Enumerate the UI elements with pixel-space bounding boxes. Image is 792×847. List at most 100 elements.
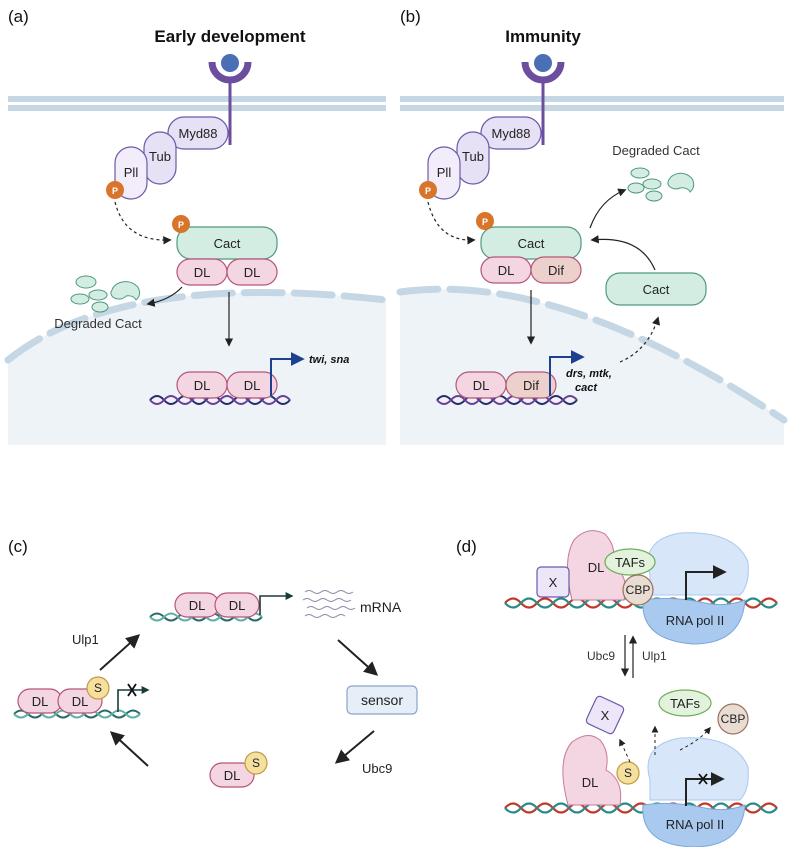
panel-b-phospho-1 <box>419 181 437 199</box>
panel-b-myd88 <box>480 116 542 150</box>
panel-b-nucleus <box>400 289 784 445</box>
panel-b-phospho-1-label: P <box>425 186 431 196</box>
panel-c-sensor <box>346 685 418 715</box>
panel-b-transcription-arrow <box>549 350 585 396</box>
panel-c-left-transcription-arrow <box>117 686 150 712</box>
panel-c-top-dl2-label: DL <box>229 598 246 613</box>
panel-d-bottom-tafs-label: TAFs <box>670 696 701 711</box>
panel-c-ulp1-label: Ulp1 <box>72 632 99 647</box>
panel-c-bottom-dl-label: DL <box>224 768 241 783</box>
panel-a-degraded-label: Degraded Cact <box>54 316 142 331</box>
panel-c-label: (c) <box>8 537 28 556</box>
panel-b: (b) Immunity Myd88 Tub Pll P P Cact DL D… <box>396 7 788 445</box>
panel-d-bottom-transcription-arrow <box>685 772 725 806</box>
panel-d-bottom-cbp-label: CBP <box>721 712 746 726</box>
panel-d-bottom-x <box>585 695 625 735</box>
panel-d-bottom-rnapol-upper <box>647 737 749 801</box>
panel-b-target-genes-line1: drs, mtk, <box>566 368 612 380</box>
panel-c-ulp1-arrow <box>99 634 141 671</box>
panel-a-dl1-label: DL <box>194 265 211 280</box>
panel-b-translation-arrow <box>619 316 661 363</box>
panel-a-phospho-2 <box>172 215 190 233</box>
panel-b-cact-label: Cact <box>518 236 545 251</box>
panel-d-top-rnapol-label: RNA pol II <box>666 613 725 628</box>
panel-c-top-dl-2 <box>214 592 260 618</box>
panel-c-to-sensor-arrow <box>337 639 379 676</box>
panel-c-top-transcription-arrow <box>259 592 294 615</box>
panel-c-left-block-mark <box>127 683 137 697</box>
panel-d-top-dl <box>567 530 626 601</box>
panel-d-bottom-rnapol-label: RNA pol II <box>666 817 725 832</box>
panel-c-mrna-squiggles <box>302 590 356 618</box>
panel-b-dif-complex <box>530 256 582 284</box>
panel-a-dl-complex-2 <box>226 258 278 286</box>
panel-b-nuclear-envelope <box>396 285 788 424</box>
panel-b-phosphorylation-arrow <box>427 201 476 245</box>
panel-a-phospho-1-label: P <box>112 186 118 196</box>
panel-a-degraded-cact-fragments <box>70 275 141 313</box>
panel-a-target-genes: twi, sna <box>309 354 349 366</box>
panel-d-bottom-tafs <box>658 689 712 717</box>
panel-a-tub-label: Tub <box>149 149 171 164</box>
panel-a-nuclear-envelope <box>4 289 390 364</box>
panel-a-myd88-label: Myd88 <box>178 126 217 141</box>
panel-b-degradation-arrow <box>589 188 627 229</box>
panel-a-dl-dna-2 <box>226 371 278 399</box>
panel-c-left-sumo <box>86 676 110 700</box>
panel-a-dl4-label: DL <box>244 378 261 393</box>
panel-d-top-rnapol-upper <box>647 532 749 596</box>
panel-c-top-dl1-label: DL <box>189 598 206 613</box>
panel-a-nucleus <box>8 292 386 445</box>
panel-b-membrane-inner <box>400 105 784 111</box>
panel-c-mrna-label: mRNA <box>360 599 402 615</box>
panel-d-ubc9-label: Ubc9 <box>587 649 615 663</box>
panel-d-release-cbp-arrow <box>679 726 711 751</box>
panel-a-pll-label: Pll <box>124 165 139 180</box>
panel-b-myd88-label: Myd88 <box>491 126 530 141</box>
panel-d-bottom-dl-label: DL <box>582 775 599 790</box>
panel-b-title: Immunity <box>505 27 581 46</box>
panel-b-cact-free-label: Cact <box>643 282 670 297</box>
panel-b-membrane-outer <box>400 96 784 102</box>
panel-b-dif-dna <box>505 371 557 399</box>
panel-a-membrane-inner <box>8 105 386 111</box>
panel-d-label: (d) <box>456 537 477 556</box>
panel-d-top-transcription-arrow <box>685 565 727 600</box>
panel-b-phospho-2-label: P <box>482 217 488 227</box>
panel-c-bottom-dl <box>209 762 255 788</box>
panel-b-dl1-label: DL <box>498 263 515 278</box>
panel-a-phospho-2-label: P <box>178 220 184 230</box>
panel-a-cact <box>176 226 278 260</box>
panel-a-title: Early development <box>154 27 306 46</box>
panel-a-phosphorylation-arrow <box>114 201 172 245</box>
panel-a-cact-label: Cact <box>214 236 241 251</box>
panel-d-bottom-cbp <box>717 703 749 735</box>
panel-b-cact-free <box>605 272 707 306</box>
panel-a-degradation-arrow <box>146 286 183 307</box>
panel-a: (a) Early development Myd88 Tub Pll P P … <box>4 7 390 445</box>
panel-c-ubc9-label: Ubc9 <box>362 761 392 776</box>
panel-b-dif1-label: Dif <box>548 263 564 278</box>
panel-c-sensor-label: sensor <box>361 692 403 708</box>
panel-a-dl2-label: DL <box>244 265 261 280</box>
panel-b-degraded-label: Degraded Cact <box>612 143 700 158</box>
panel-b-phospho-2 <box>476 212 494 230</box>
panel-c-left-dl1-label: DL <box>32 694 49 709</box>
panel-d-top-cbp <box>622 574 654 606</box>
panel-d-top-cbp-label: CBP <box>626 583 651 597</box>
panel-d-bottom-dl <box>562 735 622 806</box>
panel-b-label: (b) <box>400 7 421 26</box>
panel-d-bottom-sumo <box>616 761 640 785</box>
panel-a-label: (a) <box>8 7 29 26</box>
panel-d-top-tafs-label: TAFs <box>615 555 646 570</box>
panel-d-top-x-label: X <box>549 575 558 590</box>
panel-d-top-dl-label: DL <box>588 560 605 575</box>
panel-d-bottom-x-label: X <box>601 708 610 723</box>
panel-d-bottom-rnapol-lower <box>642 802 746 847</box>
panel-c-bottom-sumo <box>244 751 268 775</box>
panel-c-ubc9-arrow <box>334 730 375 764</box>
panel-a-transcription-arrow <box>270 352 305 396</box>
panel-b-degraded-cact-fragments <box>627 167 695 202</box>
panel-b-pll-label: Pll <box>437 165 452 180</box>
